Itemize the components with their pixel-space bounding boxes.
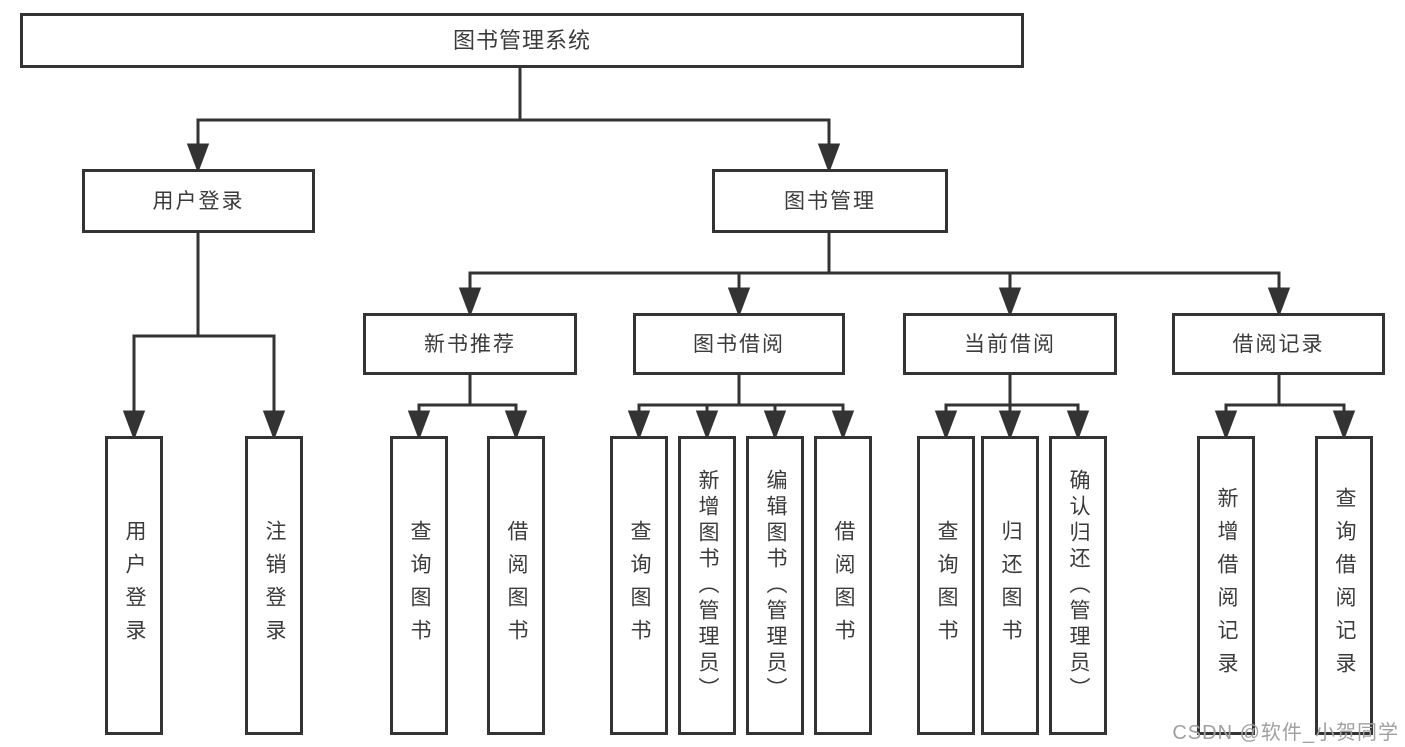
leaf-return-books: 归还图书 bbox=[981, 436, 1039, 735]
connector-borrowing-records-to-leaves bbox=[1214, 375, 1356, 441]
leaf-label: 查询图书 bbox=[935, 519, 959, 652]
node-new-book-recommend: 新书推荐 bbox=[363, 313, 577, 375]
leaf-label: 借阅图书 bbox=[505, 519, 529, 652]
leaf-label: 借阅图书 bbox=[832, 519, 856, 652]
leaf-label: 用户登录 bbox=[123, 519, 147, 652]
node-book-management: 图书管理 bbox=[712, 169, 948, 233]
leaf-label: 查询借阅记录 bbox=[1333, 486, 1357, 685]
connector-current-borrowing-to-leaves bbox=[934, 375, 1090, 441]
leaf-label: 新增图书（管理员） bbox=[696, 468, 720, 703]
node-label: 借阅记录 bbox=[1232, 332, 1325, 356]
leaf-query-books-recommend: 查询图书 bbox=[390, 436, 448, 735]
leaf-borrow-books-borrowing: 借阅图书 bbox=[814, 436, 872, 735]
leaf-label: 查询图书 bbox=[408, 519, 432, 652]
node-user-login: 用户登录 bbox=[82, 169, 315, 233]
connector-book-management-to-level2 bbox=[458, 233, 1291, 318]
node-label: 图书借阅 bbox=[693, 332, 785, 356]
leaf-label: 确认归还（管理员） bbox=[1067, 468, 1091, 703]
leaf-query-books-current: 查询图书 bbox=[917, 436, 975, 735]
node-borrowing-records: 借阅记录 bbox=[1172, 313, 1385, 375]
leaf-borrow-books-recommend: 借阅图书 bbox=[487, 436, 545, 735]
connector-user-login-to-leaves bbox=[122, 233, 286, 441]
node-label: 图书管理系统 bbox=[452, 27, 591, 53]
leaf-user-login: 用户登录 bbox=[105, 436, 163, 735]
node-book-management-system: 图书管理系统 bbox=[20, 13, 1024, 68]
leaf-add-borrow-record: 新增借阅记录 bbox=[1197, 436, 1255, 735]
leaf-logout: 注销登录 bbox=[245, 436, 303, 735]
leaf-edit-book-admin: 编辑图书（管理员） bbox=[746, 436, 804, 735]
leaf-label: 新增借阅记录 bbox=[1215, 486, 1239, 685]
leaf-add-book-admin: 新增图书（管理员） bbox=[678, 436, 736, 735]
node-label: 新书推荐 bbox=[424, 332, 516, 356]
node-label: 当前借阅 bbox=[964, 332, 1056, 356]
node-current-borrowing: 当前借阅 bbox=[903, 313, 1117, 375]
node-label: 图书管理 bbox=[784, 189, 876, 213]
watermark-csdn: CSDN @软件_小贺同学 bbox=[1172, 722, 1399, 744]
connector-root-to-level1 bbox=[186, 68, 841, 174]
leaf-label: 注销登录 bbox=[263, 519, 287, 652]
node-book-borrowing: 图书借阅 bbox=[633, 313, 845, 375]
node-label: 用户登录 bbox=[152, 189, 245, 213]
connector-new-book-recommend-to-leaves bbox=[407, 375, 528, 441]
leaf-query-borrow-record: 查询借阅记录 bbox=[1315, 436, 1373, 735]
leaf-label: 查询图书 bbox=[628, 519, 652, 652]
connector-book-borrowing-to-leaves bbox=[627, 375, 855, 441]
leaf-query-books-borrowing: 查询图书 bbox=[610, 436, 668, 735]
leaf-label: 归还图书 bbox=[999, 519, 1023, 652]
leaf-confirm-return-admin: 确认归还（管理员） bbox=[1049, 436, 1107, 735]
leaf-label: 编辑图书（管理员） bbox=[764, 468, 788, 703]
